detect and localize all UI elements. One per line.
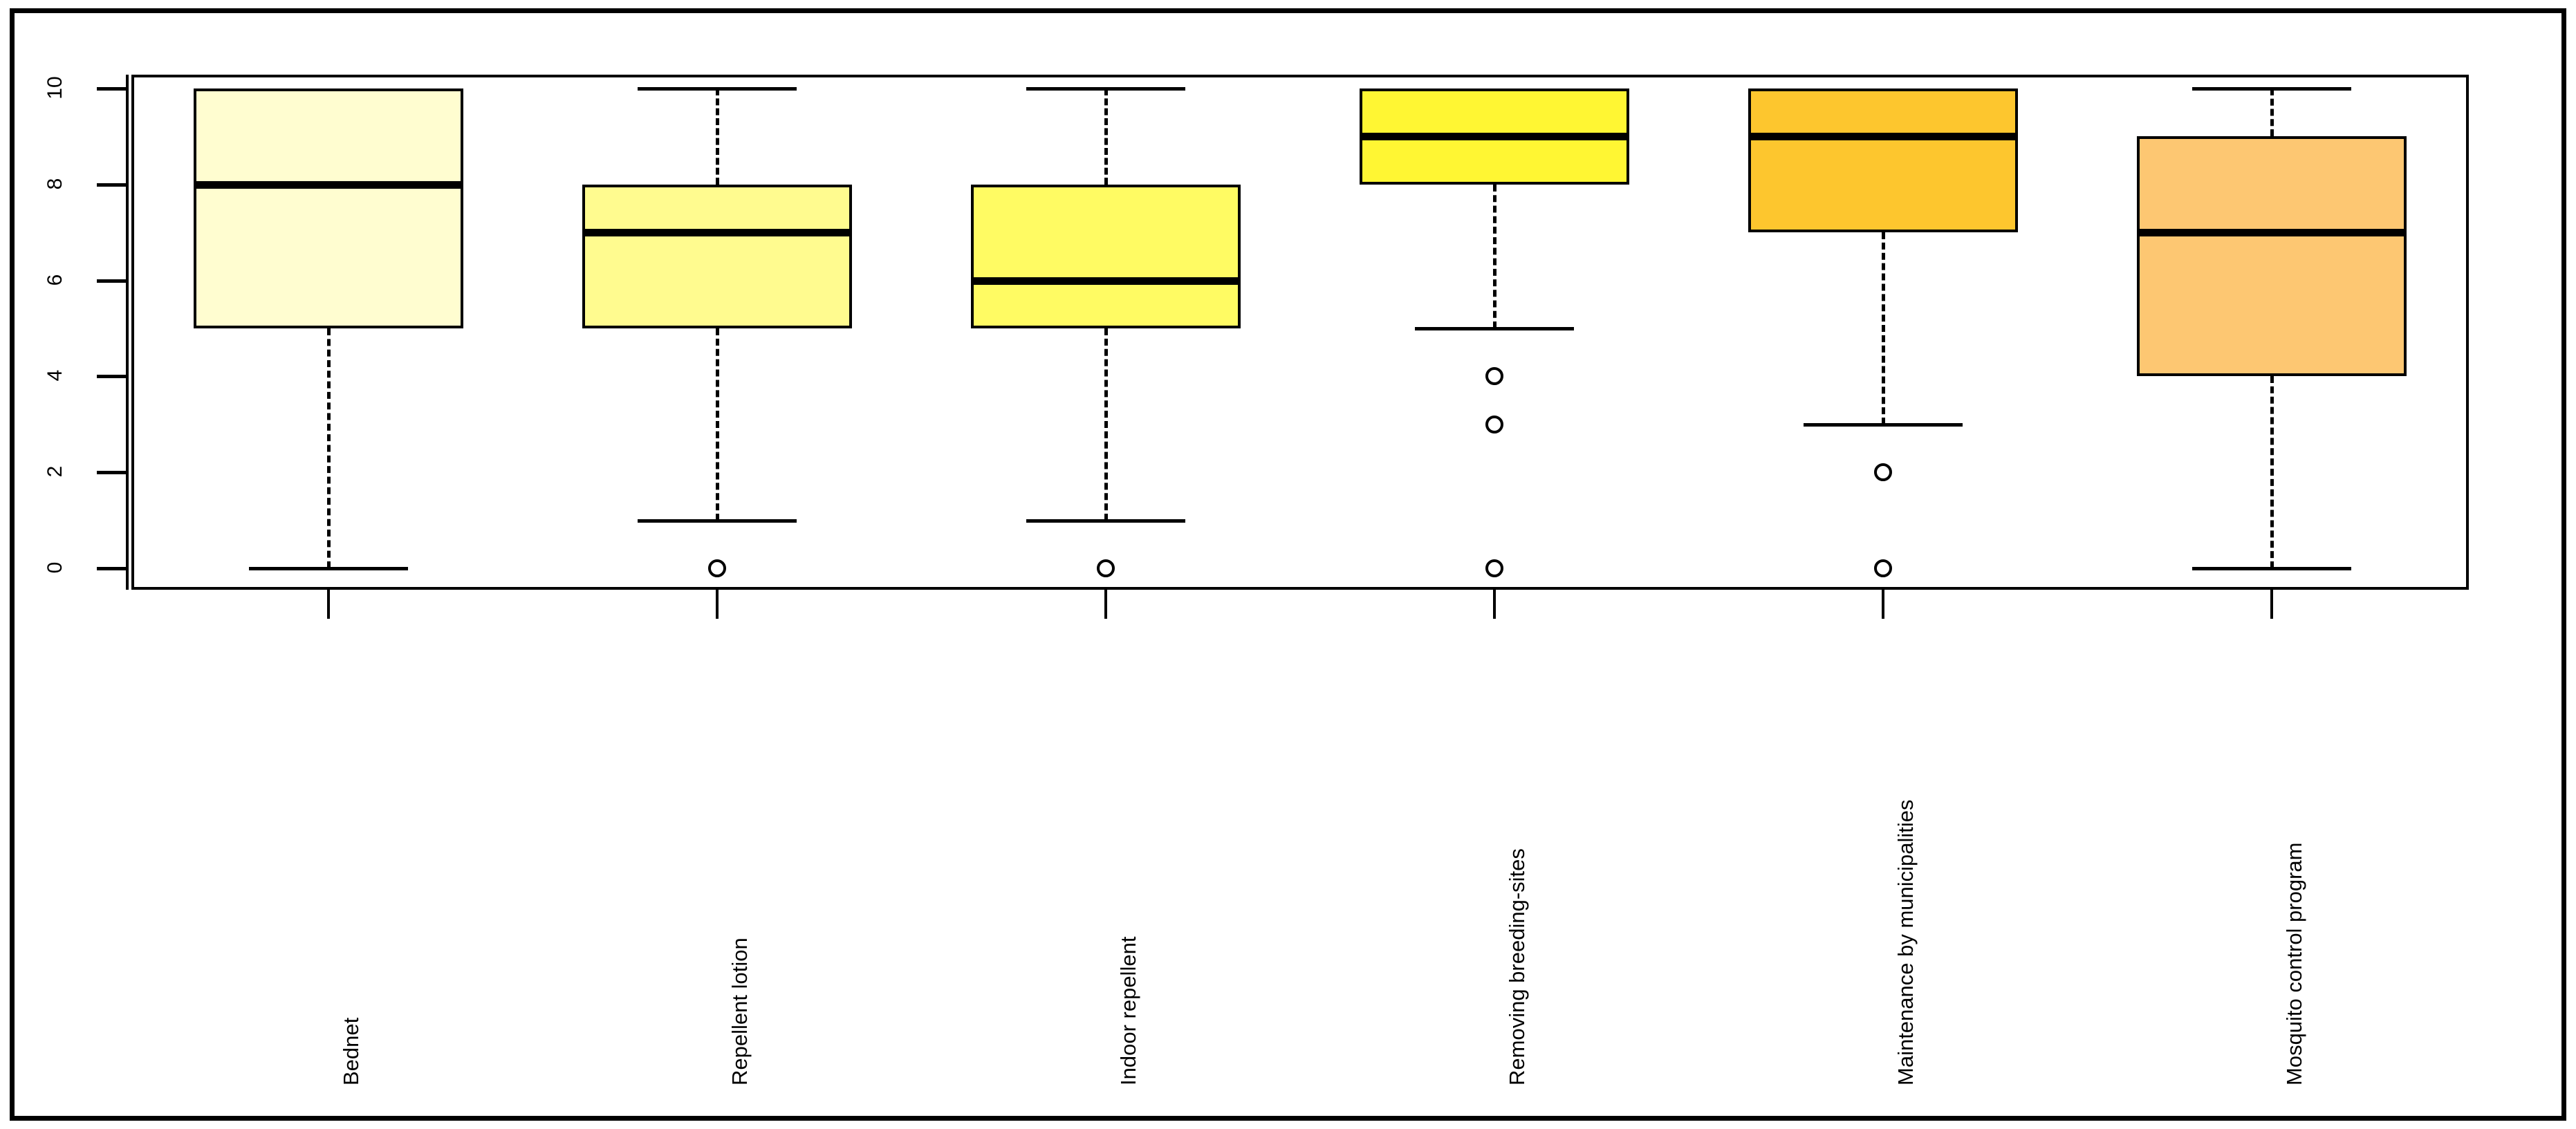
whisker-cap-lower (1415, 327, 1574, 330)
whisker-cap-lower (1804, 422, 1963, 427)
box-iqr (582, 184, 852, 328)
whisker-cap-lower (249, 567, 408, 570)
y-tick-label-0: 0 (44, 561, 66, 574)
median-line (971, 277, 1241, 285)
y-tick-label-8: 8 (44, 178, 66, 190)
whisker-lower (1493, 184, 1497, 328)
whisker-cap-lower (1026, 519, 1185, 523)
whisker-upper (1104, 88, 1108, 185)
x-label-maintenance-by-municipalities: Maintenance by municipalities (1893, 799, 1918, 1085)
outlier-point (708, 559, 726, 577)
box-iqr (2137, 136, 2407, 377)
x-label-removing-breeding-sites: Removing breeding-sites (1505, 848, 1529, 1085)
outlier-point (1485, 559, 1503, 577)
whisker-lower (327, 328, 331, 568)
x-tick-2 (716, 590, 719, 619)
y-tick-label-6: 6 (44, 274, 66, 286)
x-label-indoor-repellent: Indoor repellent (1116, 936, 1140, 1085)
whisker-cap-lower (2192, 567, 2351, 570)
plot-area-frame (131, 75, 2469, 590)
whisker-cap-lower (638, 519, 797, 523)
x-tick-3 (1104, 590, 1107, 619)
median-line (1748, 133, 2018, 141)
whisker-lower (2270, 376, 2274, 568)
box-iqr (971, 184, 1241, 328)
y-tick-6 (97, 279, 126, 283)
outlier-point (1874, 559, 1892, 577)
y-tick-2 (97, 471, 126, 475)
median-line (1360, 133, 1629, 141)
whisker-cap-upper (638, 87, 797, 91)
y-axis-line (126, 75, 129, 590)
x-tick-5 (1882, 590, 1884, 619)
whisker-upper (716, 88, 719, 185)
whisker-cap-upper (2192, 87, 2351, 91)
y-tick-label-10: 10 (44, 76, 66, 100)
whisker-lower (716, 328, 719, 521)
whisker-lower (1882, 232, 1885, 424)
x-label-mosquito-control-program: Mosquito control program (2282, 842, 2306, 1086)
outlier-point (1485, 367, 1503, 386)
x-tick-6 (2270, 590, 2273, 619)
box-iqr (194, 88, 463, 328)
y-tick-label-2: 2 (44, 465, 66, 478)
outlier-point (1097, 559, 1115, 577)
y-tick-label-4: 4 (44, 370, 66, 382)
y-tick-8 (97, 183, 126, 187)
median-line (582, 229, 852, 237)
y-tick-0 (97, 567, 126, 570)
y-tick-10 (97, 87, 126, 91)
outlier-point (1874, 463, 1892, 482)
median-line (2137, 229, 2407, 237)
outlier-point (1485, 415, 1503, 433)
x-tick-4 (1493, 590, 1496, 619)
whisker-upper (2270, 88, 2274, 137)
x-label-repellent-lotion: Repellent lotion (728, 937, 752, 1085)
y-tick-4 (97, 375, 126, 379)
whisker-cap-upper (1026, 87, 1185, 91)
box-iqr (1748, 88, 2018, 233)
x-label-bednet: Bednet (339, 1017, 363, 1085)
x-tick-1 (327, 590, 330, 619)
whisker-lower (1104, 328, 1108, 521)
median-line (194, 180, 463, 189)
